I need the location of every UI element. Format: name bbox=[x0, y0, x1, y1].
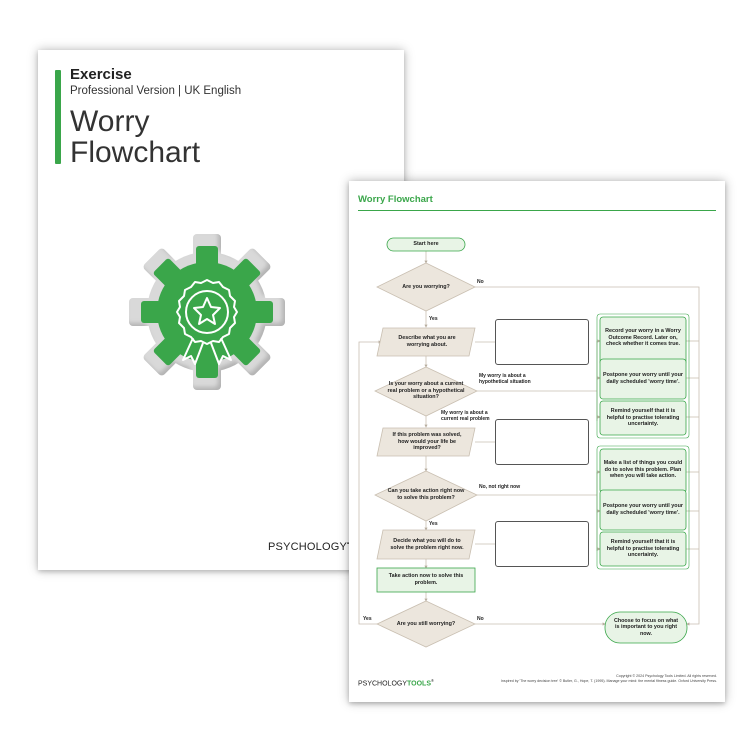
decision-action-now bbox=[374, 470, 478, 522]
cover-exercise-label: Exercise bbox=[70, 66, 132, 83]
decision-worrying bbox=[376, 262, 476, 312]
label-yes-worrying: Yes bbox=[429, 316, 438, 322]
decision-real-problem bbox=[374, 366, 478, 417]
cover-title-line-1: Worry bbox=[70, 105, 150, 138]
label-yes-action: Yes bbox=[429, 521, 438, 527]
box-postpone-1-label: Postpone your worry until your daily sch… bbox=[603, 372, 683, 385]
parallelogram-describe bbox=[376, 327, 476, 357]
group-hypothetical-outline bbox=[596, 313, 690, 439]
gear-award-icon bbox=[129, 234, 285, 390]
label-no-worrying: No bbox=[477, 279, 484, 285]
box-postpone-2-label: Postpone your worry until your daily sch… bbox=[603, 503, 683, 516]
write-box-describe[interactable] bbox=[495, 319, 589, 365]
box-remind-2-label: Remind yourself that it is helpful to pr… bbox=[606, 539, 680, 559]
start-node-label: Start here bbox=[413, 241, 439, 248]
box-remind-1-label: Remind yourself that it is helpful to pr… bbox=[606, 408, 680, 428]
label-hypothetical: My worry is about a hypothetical situati… bbox=[479, 373, 531, 385]
decision-action-now-label: Can you take action right now to solve t… bbox=[387, 488, 465, 501]
worksheet-title: Worry Flowchart bbox=[358, 194, 433, 205]
box-record-label: Record your worry in a Worry Outcome Rec… bbox=[605, 328, 681, 348]
decision-still-worrying-label: Are you still worrying? bbox=[396, 620, 456, 627]
parallelogram-decide bbox=[376, 529, 476, 560]
write-box-decide[interactable] bbox=[495, 521, 589, 567]
box-postpone-1 bbox=[599, 358, 687, 400]
copyright-line-1: Copyright © 2024 Psychology Tools Limite… bbox=[616, 674, 717, 678]
box-list-label: Make a list of things you could do to so… bbox=[603, 460, 683, 480]
label-no-still: No bbox=[477, 616, 484, 622]
cover-title: Worry Flowchart bbox=[70, 106, 200, 168]
decision-still-worrying bbox=[376, 600, 476, 648]
cover-title-line-2: Flowchart bbox=[70, 136, 201, 169]
label-not-right-now: No, not right now bbox=[479, 484, 521, 490]
cover-accent-bar bbox=[55, 70, 61, 164]
worksheet-page: Worry Flowchart bbox=[349, 181, 725, 702]
process-take-action-label: Take action now to solve this problem. bbox=[388, 573, 464, 586]
decision-worrying-label: Are you worrying? bbox=[402, 283, 450, 290]
worksheet-brand-logo: PSYCHOLOGYTOOLS® bbox=[358, 678, 434, 688]
parallelogram-if-solved bbox=[376, 427, 476, 457]
label-current-problem: My worry is about a current real problem bbox=[441, 410, 490, 422]
start-node bbox=[386, 237, 466, 252]
box-remind-2 bbox=[599, 531, 687, 567]
label-yes-still: Yes bbox=[363, 616, 372, 622]
box-remind-1 bbox=[599, 400, 687, 436]
flowchart-connectors bbox=[358, 237, 700, 648]
decision-real-problem-label: Is your worry about a current real probl… bbox=[387, 381, 465, 401]
copyright-line-2: Inspired by 'The worry decision tree' © … bbox=[500, 679, 717, 683]
box-focus-label: Choose to focus on what is important to … bbox=[613, 617, 679, 637]
cover-page: Exercise Professional Version | UK Engli… bbox=[38, 50, 404, 570]
title-divider bbox=[358, 210, 716, 211]
group-not-now-outline bbox=[596, 445, 690, 570]
cover-version: Professional Version | UK English bbox=[70, 85, 242, 97]
write-box-if-solved[interactable] bbox=[495, 419, 589, 465]
parallelogram-decide-label: Decide what you will do to solve the pro… bbox=[390, 537, 464, 551]
parallelogram-describe-label: Describe what you are worrying about. bbox=[398, 335, 456, 348]
box-postpone-2 bbox=[599, 489, 687, 531]
process-take-action bbox=[376, 567, 476, 593]
parallelogram-if-solved-label: If this problem was solved, how would yo… bbox=[392, 432, 462, 452]
copyright-notice: Copyright © 2024 Psychology Tools Limite… bbox=[459, 674, 717, 684]
box-focus bbox=[604, 611, 688, 644]
